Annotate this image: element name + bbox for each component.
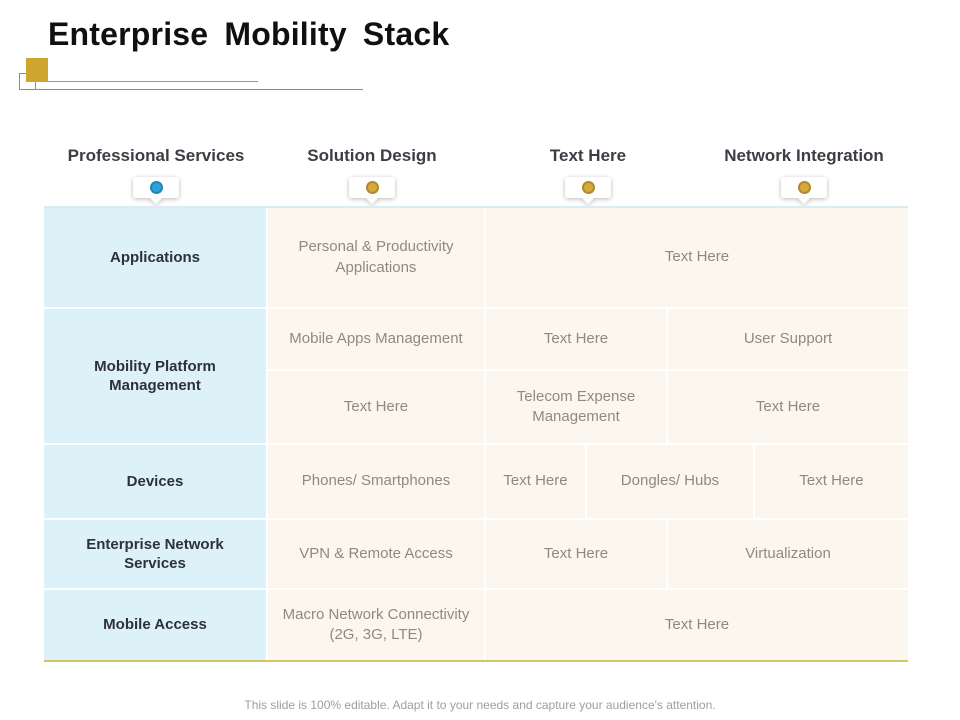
marker-dot-icon <box>581 181 595 194</box>
row-label-column: Applications Mobility Platform Managemen… <box>44 208 266 660</box>
table-cell: Text Here <box>486 520 666 588</box>
row-label-applications: Applications <box>44 208 266 307</box>
gold-square-decoration <box>26 58 48 82</box>
table-row: VPN & Remote Access Text Here Virtualiza… <box>268 520 908 588</box>
table-cell: Text Here <box>486 309 666 369</box>
column-marker-pin <box>349 177 395 198</box>
column-header-label: Text Here <box>549 146 627 165</box>
table-cell: Phones/ Smartphones <box>268 445 484 518</box>
table-row: Personal & Productivity Applications Tex… <box>268 208 908 307</box>
table-cell-merged: Text Here <box>486 590 908 660</box>
table-cell: VPN & Remote Access <box>268 520 484 588</box>
table-cell: Dongles/ Hubs <box>587 445 753 518</box>
marker-dot-icon <box>365 181 379 194</box>
row-label-mobility-platform-management: Mobility Platform Management <box>44 309 266 443</box>
row-label-mobile-access: Mobile Access <box>44 590 266 660</box>
table-row: Mobile Apps Management Text Here User Su… <box>268 309 908 369</box>
page-title: Enterprise Mobility Stack <box>48 16 450 52</box>
column-header-text-here: Text Here <box>480 146 696 198</box>
table-cell: User Support <box>668 309 908 369</box>
column-marker-pin <box>781 177 827 198</box>
column-header-solution-design: Solution Design <box>264 146 480 198</box>
column-header-network-integration: Network Integration <box>696 146 912 198</box>
row-label-enterprise-network-services: Enterprise Network Services <box>44 520 266 588</box>
table-cell: Telecom Expense Management <box>486 371 666 443</box>
table-cell: Text Here <box>755 445 908 518</box>
column-header-label: Network Integration <box>724 146 884 165</box>
footer-note: This slide is 100% editable. Adapt it to… <box>244 698 716 712</box>
table-cell: Macro Network Connectivity (2G, 3G, LTE) <box>268 590 484 660</box>
column-header-label: Professional Services <box>67 146 245 165</box>
table-row: Phones/ Smartphones Text Here Dongles/ H… <box>268 445 908 518</box>
table-cell: Text Here <box>268 371 484 443</box>
marker-dot-icon <box>149 181 163 194</box>
table-top-border <box>44 206 908 208</box>
row-label-devices: Devices <box>44 445 266 518</box>
column-header-professional-services: Professional Services <box>48 146 264 198</box>
marker-dot-icon <box>797 181 811 194</box>
gold-underline <box>36 81 258 82</box>
table-row: Macro Network Connectivity (2G, 3G, LTE)… <box>268 590 908 660</box>
table-cell: Virtualization <box>668 520 908 588</box>
column-marker-pin <box>565 177 611 198</box>
table-cell: Text Here <box>486 445 585 518</box>
table-cell-merged: Text Here <box>486 208 908 307</box>
table-cell: Mobile Apps Management <box>268 309 484 369</box>
table-row: Text Here Telecom Expense Management Tex… <box>268 371 908 443</box>
column-header-label: Solution Design <box>307 146 437 165</box>
column-marker-pin <box>133 177 179 198</box>
blue-underline <box>36 89 363 90</box>
table-cell: Personal & Productivity Applications <box>268 208 484 307</box>
table-cell: Text Here <box>668 371 908 443</box>
table-content: Personal & Productivity Applications Tex… <box>268 208 908 660</box>
table-bottom-border <box>44 660 908 662</box>
